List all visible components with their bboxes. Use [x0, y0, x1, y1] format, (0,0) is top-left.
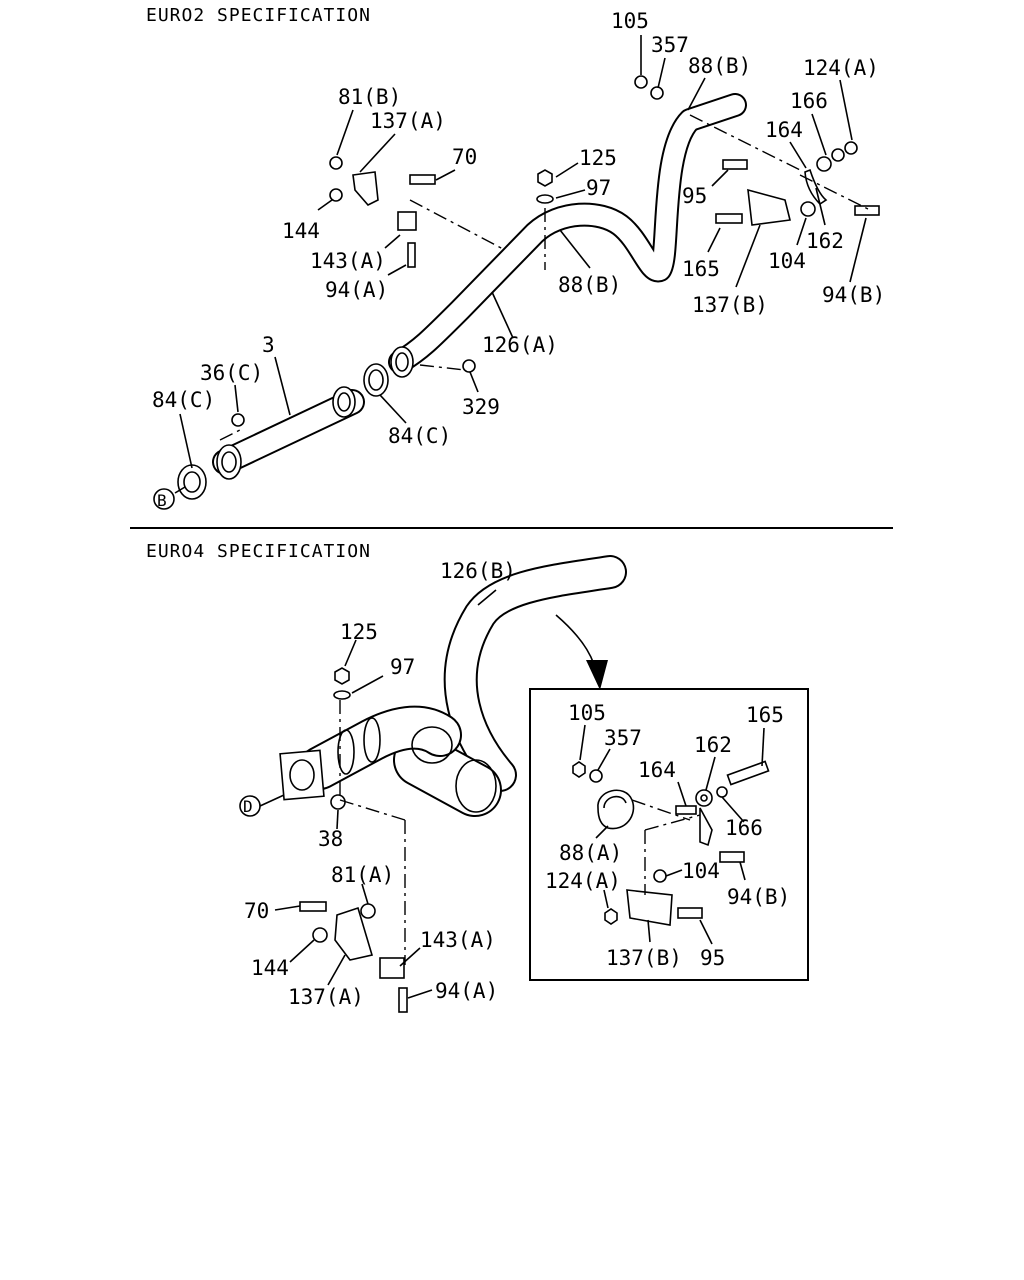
callout-124a: 124(A)	[803, 56, 879, 80]
callout-104: 104	[768, 249, 806, 273]
inset-callout-94b: 94(B)	[727, 885, 790, 909]
inset-callout-166: 166	[725, 816, 763, 840]
euro4-title: EURO4 SPECIFICATION	[146, 541, 371, 562]
callout-137a: 137(A)	[370, 109, 446, 133]
callout-81b: 81(B)	[338, 85, 401, 109]
callout-126a: 126(A)	[482, 333, 558, 357]
inset-callouts: 105 357 165 162 164 166 88(A) 104 124(A)…	[545, 701, 790, 970]
ref-circle-d: D	[243, 797, 253, 816]
callout-94b: 94(B)	[822, 283, 885, 307]
callout-166: 166	[790, 89, 828, 113]
euro2-hardware	[153, 75, 880, 510]
callout-165: 165	[682, 257, 720, 281]
callout-84c-mid: 84(C)	[388, 424, 451, 448]
callout-143a-e4: 143(A)	[420, 928, 496, 952]
callout-3: 3	[262, 333, 275, 357]
callout-38: 38	[318, 827, 343, 851]
euro2-flanges	[177, 346, 414, 500]
callout-137b: 137(B)	[692, 293, 768, 317]
inset-callout-162: 162	[694, 733, 732, 757]
euro2-exhaust-pipe	[212, 93, 747, 475]
callout-329: 329	[462, 395, 500, 419]
euro2-leaders	[174, 35, 871, 494]
inset-hardware	[572, 760, 770, 926]
callout-105: 105	[611, 9, 649, 33]
inset-callout-105: 105	[568, 701, 606, 725]
inset-callout-164: 164	[638, 758, 676, 782]
inset-callout-137b: 137(B)	[606, 946, 682, 970]
euro2-callouts: 105 357 88(B) 124(A) 166 164 81(B) 137(A…	[152, 9, 885, 510]
callout-144-e4: 144	[251, 956, 289, 980]
euro4-callouts: 126(B) 125 97 D 38 81(A) 70 144 137(A) 1…	[243, 559, 516, 1009]
callout-88b: 88(B)	[688, 54, 751, 78]
callout-357: 357	[651, 33, 689, 57]
inset-leaders	[579, 724, 765, 945]
euro4-hardware	[239, 614, 608, 1013]
callout-143a: 143(A)	[310, 249, 386, 273]
callout-137a-e4: 137(A)	[288, 985, 364, 1009]
euro2-title: EURO2 SPECIFICATION	[146, 5, 371, 26]
euro4-exhaust-pipe	[279, 555, 627, 817]
callout-94a-e4: 94(A)	[435, 979, 498, 1003]
callout-164: 164	[765, 118, 803, 142]
inset-callout-124a: 124(A)	[545, 869, 621, 893]
inset-callout-357: 357	[604, 726, 642, 750]
inset-callout-104: 104	[682, 859, 720, 883]
callout-162: 162	[806, 229, 844, 253]
callout-70-e4: 70	[244, 899, 269, 923]
inset-callout-88a: 88(A)	[559, 841, 622, 865]
callout-36c: 36(C)	[200, 361, 263, 385]
euro4-leaders	[259, 589, 497, 999]
callout-97: 97	[586, 176, 611, 200]
callout-144: 144	[282, 219, 320, 243]
callout-97-e4: 97	[390, 655, 415, 679]
ref-circle-b: B	[157, 491, 167, 510]
callout-125: 125	[579, 146, 617, 170]
callout-95: 95	[682, 184, 707, 208]
callout-70: 70	[452, 145, 477, 169]
callout-81a: 81(A)	[331, 863, 394, 887]
callout-126b: 126(B)	[440, 559, 516, 583]
inset-detail-box	[529, 688, 809, 981]
callout-125-e4: 125	[340, 620, 378, 644]
inset-callout-165: 165	[746, 703, 784, 727]
callout-88b-2: 88(B)	[558, 273, 621, 297]
callout-84c-left: 84(C)	[152, 388, 215, 412]
callout-94a: 94(A)	[325, 278, 388, 302]
inset-callout-95: 95	[700, 946, 725, 970]
